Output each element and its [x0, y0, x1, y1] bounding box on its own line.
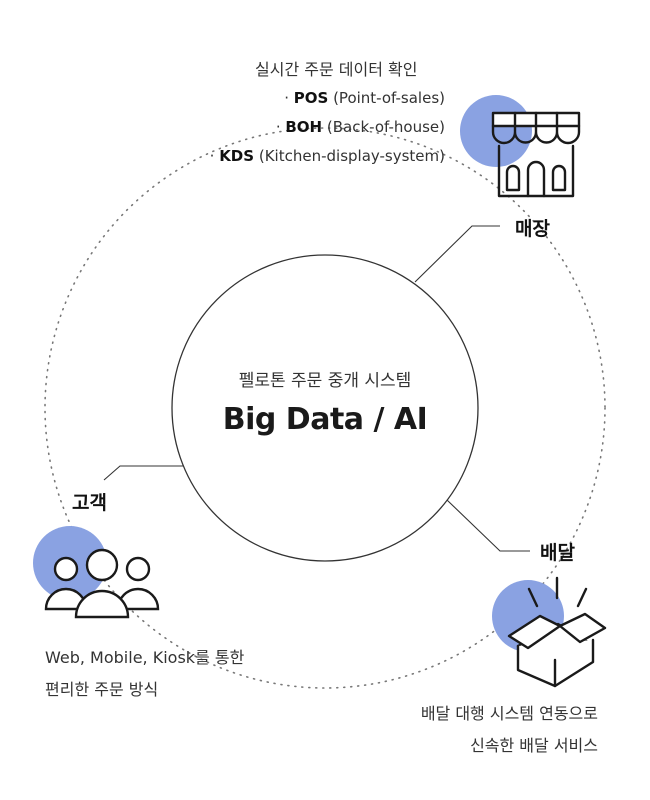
customer-description: Web, Mobile, Kiosk를 통한 편리한 주문 방식 — [45, 642, 244, 706]
connector-store — [414, 225, 500, 283]
store-system-boh-full: (Back-of-house) — [326, 118, 445, 136]
store-icon — [491, 111, 581, 198]
store-system-boh: · BOH (Back-of-house) — [275, 118, 445, 136]
store-system-boh-abbr: BOH — [285, 118, 323, 136]
store-heading: 실시간 주문 데이터 확인 — [255, 60, 418, 79]
delivery-desc-line1: 배달 대행 시스템 연동으로 — [420, 704, 598, 723]
customer-desc-line1: Web, Mobile, Kiosk를 통한 — [45, 648, 245, 667]
center-circle — [171, 254, 479, 562]
delivery-label: 배달 — [540, 542, 575, 564]
store-system-pos-abbr: POS — [293, 89, 329, 107]
store-system-kds-full: (Kitchen-display-system) — [258, 147, 445, 165]
store-system-pos-full: (Point-of-sales) — [333, 89, 445, 107]
outer-dotted-ring — [44, 127, 606, 689]
customer-desc-line2: 편리한 주문 방식 — [45, 680, 159, 699]
box-icon — [507, 576, 607, 688]
delivery-desc-line2: 신속한 배달 서비스 — [470, 736, 598, 755]
delivery-description: 배달 대행 시스템 연동으로 신속한 배달 서비스 — [421, 698, 598, 762]
people-icon — [44, 548, 160, 619]
store-label: 매장 — [515, 218, 550, 240]
store-accent-circle — [460, 95, 532, 167]
customer-label: 고객 — [72, 492, 107, 514]
center-main: Big Data / AI — [222, 402, 428, 437]
store-system-kds: · KDS (Kitchen-display-system) — [209, 147, 445, 165]
store-system-pos: · POS (Point-of-sales) — [284, 89, 445, 107]
store-system-kds-abbr: KDS — [219, 147, 255, 165]
connector-delivery — [446, 499, 530, 552]
connector-customer — [103, 465, 184, 481]
center-title: 펠로톤 주문 중개 시스템 — [238, 371, 412, 391]
